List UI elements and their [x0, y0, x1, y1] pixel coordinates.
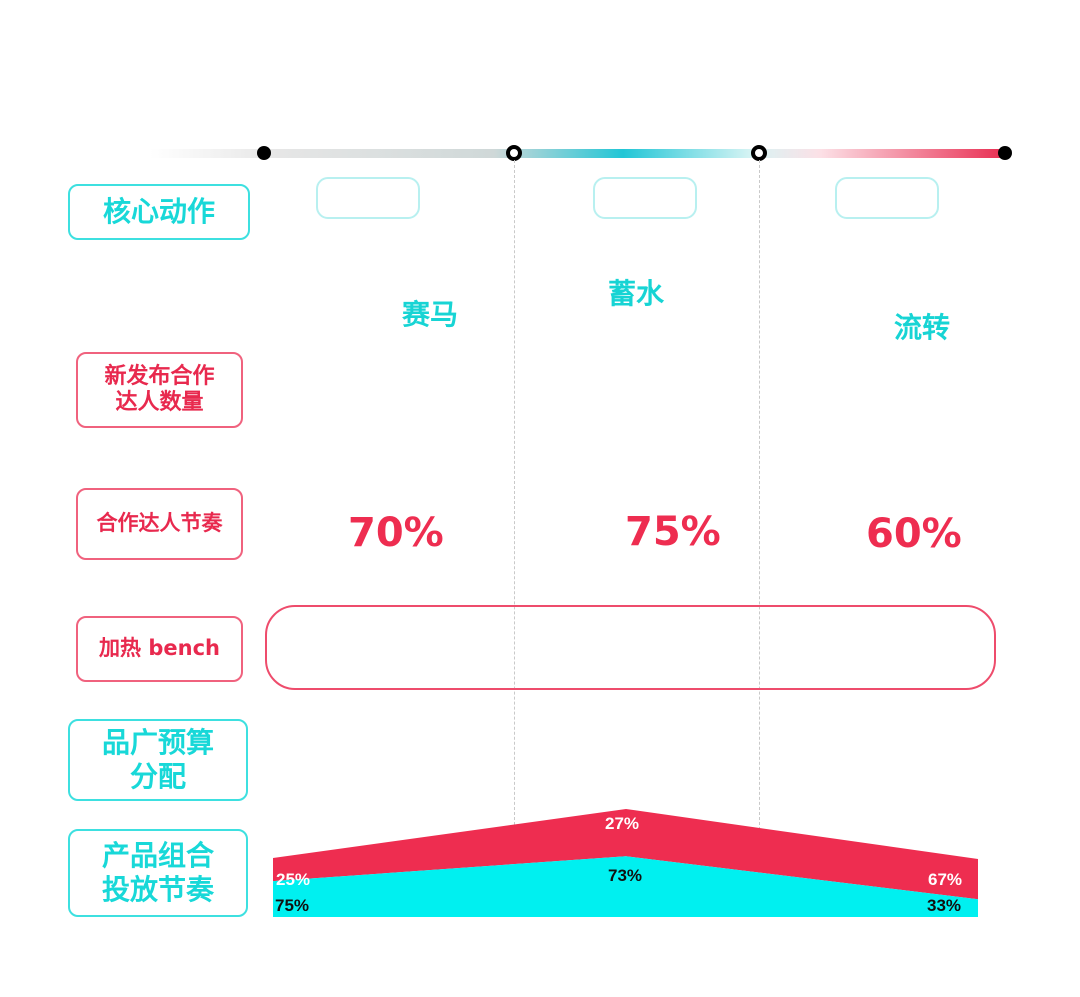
label-heat-bench: 加热 bench [76, 616, 243, 682]
timeline-node-1 [257, 146, 271, 160]
timeline-node-4 [998, 146, 1012, 160]
phase-name-3: 流转 [894, 311, 951, 344]
phase-name-1: 赛马 [402, 298, 459, 331]
talent-rhythm-value-2: 75% [625, 509, 721, 555]
talent-rhythm-value-3: 60% [866, 511, 962, 557]
core-action-box-2 [593, 177, 697, 219]
label-product-rhythm: 产品组合 投放节奏 [68, 829, 248, 917]
area-label-cyan-3: 33% [927, 896, 962, 915]
label-core-action: 核心动作 [68, 184, 250, 240]
area-label-red-3: 67% [928, 870, 963, 889]
timeline-node-3 [751, 145, 767, 161]
core-action-box-3 [835, 177, 939, 219]
core-action-box-1 [316, 177, 420, 219]
area-label-cyan-2: 73% [608, 866, 643, 885]
timeline-node-2 [506, 145, 522, 161]
talent-rhythm-value-1: 70% [348, 510, 444, 556]
phase-name-2: 蓄水 [608, 277, 665, 310]
area-label-cyan-1: 75% [275, 896, 310, 915]
area-label-red-1: 25% [276, 870, 311, 889]
phase-divider-2 [759, 160, 760, 830]
label-new-talent-count: 新发布合作 达人数量 [76, 352, 243, 428]
area-series-cyan [273, 856, 978, 917]
area-series-red [273, 809, 978, 900]
label-budget-allocation: 品广预算 分配 [68, 719, 248, 801]
area-label-red-2: 27% [605, 814, 640, 833]
heat-bench-bar [265, 605, 996, 690]
timeline-bar [150, 149, 1010, 158]
label-talent-rhythm: 合作达人节奏 [76, 488, 243, 560]
phase-divider-1 [514, 160, 515, 830]
